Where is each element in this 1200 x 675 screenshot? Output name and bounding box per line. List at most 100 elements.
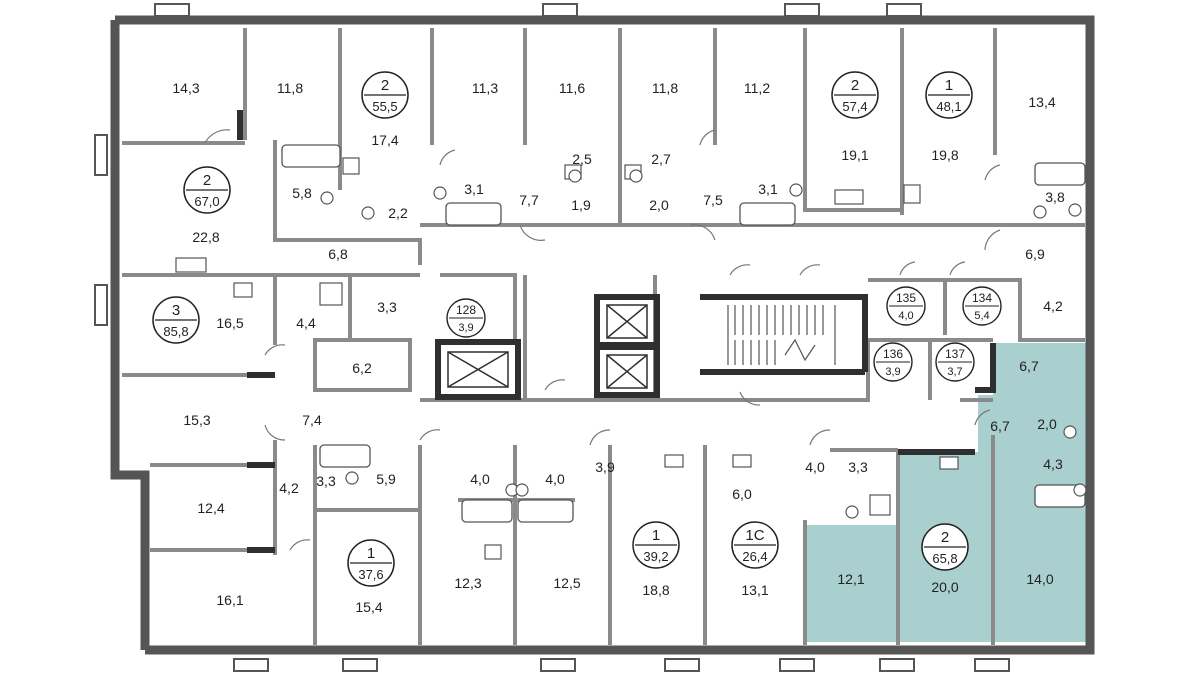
room-area: 15,4 xyxy=(355,599,382,615)
exterior-walls xyxy=(110,15,1095,655)
room-area: 2,5 xyxy=(572,151,592,167)
room-area: 22,8 xyxy=(192,229,219,245)
storage-number: 137 xyxy=(945,347,965,361)
room-area: 2,7 xyxy=(651,151,671,167)
room-area: 3,9 xyxy=(595,459,615,475)
room-area: 16,5 xyxy=(216,315,243,331)
room-area: 15,3 xyxy=(183,412,210,428)
apartment-badge[interactable]: 2 67,0 xyxy=(183,166,231,214)
apartment-area: 48,1 xyxy=(936,99,961,114)
room-area: 5,8 xyxy=(292,185,312,201)
room-area: 4,3 xyxy=(1043,456,1063,472)
storage-badge[interactable]: 134 5,4 xyxy=(962,286,1002,326)
room-area: 4,2 xyxy=(1043,298,1063,314)
structural-walls xyxy=(237,110,996,553)
storage-area: 3,9 xyxy=(458,322,473,334)
storage-number: 135 xyxy=(896,291,916,305)
staircase-icon xyxy=(727,305,836,365)
apartment-area: 85,8 xyxy=(163,324,188,339)
apartment-badge[interactable]: 1 37,6 xyxy=(347,539,395,587)
apartment-rooms: 1 xyxy=(945,77,953,94)
room-area: 2,2 xyxy=(388,205,408,221)
room-area: 19,1 xyxy=(841,147,868,163)
storage-badge[interactable]: 137 3,7 xyxy=(935,342,975,382)
apartment-area: 67,0 xyxy=(194,194,219,209)
room-area: 11,8 xyxy=(652,80,678,96)
room-area: 4,0 xyxy=(805,459,825,475)
apartment-badge[interactable]: 2 57,4 xyxy=(831,71,879,119)
room-area: 7,7 xyxy=(519,192,539,208)
apartment-rooms: 1 xyxy=(652,527,660,544)
apartment-badge[interactable]: 1 48,1 xyxy=(925,71,973,119)
room-area: 13,4 xyxy=(1028,94,1055,110)
room-area: 2,0 xyxy=(1037,416,1057,432)
room-area: 12,5 xyxy=(553,575,580,591)
storage-badge[interactable]: 135 4,0 xyxy=(886,286,926,326)
apartment-area: 65,8 xyxy=(932,551,957,566)
storage-area: 5,4 xyxy=(974,310,989,322)
storage-badge[interactable]: 128 3,9 xyxy=(446,298,486,338)
room-area: 4,0 xyxy=(545,471,565,487)
bathtub-icons xyxy=(281,144,1086,523)
room-area: 4,0 xyxy=(470,471,490,487)
room-area-labels: 14,3 11,8 17,4 11,3 11,6 11,8 11,2 19,1 … xyxy=(172,80,1065,615)
apartment-area: 37,6 xyxy=(358,567,383,582)
room-area: 5,9 xyxy=(376,471,396,487)
apartment-area: 39,2 xyxy=(643,549,668,564)
room-area: 3,1 xyxy=(464,181,484,197)
room-area: 16,1 xyxy=(216,592,243,608)
apartment-area: 57,4 xyxy=(842,99,867,114)
room-area: 4,2 xyxy=(279,480,299,496)
room-area: 3,3 xyxy=(848,459,868,475)
room-area: 7,5 xyxy=(703,192,723,208)
storage-area: 3,9 xyxy=(885,366,900,378)
storage-area: 3,7 xyxy=(947,366,962,378)
apartment-rooms: 3 xyxy=(172,302,180,319)
room-area: 6,9 xyxy=(1025,246,1045,262)
apartment-area: 55,5 xyxy=(372,99,397,114)
apartment-badge[interactable]: 3 85,8 xyxy=(152,296,200,344)
room-area: 18,8 xyxy=(642,582,669,598)
storage-badge[interactable]: 136 3,9 xyxy=(873,342,913,382)
room-area: 13,1 xyxy=(741,582,768,598)
room-area: 6,7 xyxy=(1019,358,1039,374)
room-area: 3,8 xyxy=(1045,189,1065,205)
apartment-area: 26,4 xyxy=(742,549,767,564)
room-area: 1,9 xyxy=(571,197,591,213)
room-area: 12,4 xyxy=(197,500,224,516)
room-area: 3,3 xyxy=(316,473,336,489)
apartment-rooms: 2 xyxy=(941,529,949,546)
room-area: 2,0 xyxy=(649,197,669,213)
highlighted-apartment-area[interactable] xyxy=(806,343,1088,642)
sanitary-fixture-icons xyxy=(175,157,1087,560)
room-area: 19,8 xyxy=(931,147,958,163)
room-area: 6,2 xyxy=(352,360,372,376)
apartment-badge[interactable]: 2 65,8 xyxy=(921,523,969,571)
room-area: 11,6 xyxy=(559,80,585,96)
storage-number: 134 xyxy=(972,291,992,305)
storage-number: 128 xyxy=(456,303,476,317)
room-area: 12,3 xyxy=(454,575,481,591)
apartment-badge[interactable]: 1 39,2 xyxy=(632,521,680,569)
apartment-rooms: 1 xyxy=(367,545,375,562)
apartment-rooms: 2 xyxy=(203,172,211,189)
room-area: 6,7 xyxy=(990,418,1010,434)
room-area: 6,8 xyxy=(328,246,348,262)
apartment-badges: 2 67,0 2 55,5 2 57,4 1 48,1 3 85,8 xyxy=(152,71,973,587)
room-area: 14,0 xyxy=(1026,571,1053,587)
windows xyxy=(94,3,1010,672)
room-area: 6,0 xyxy=(732,486,752,502)
storage-number: 136 xyxy=(883,347,903,361)
room-area: 11,8 xyxy=(277,80,303,96)
elevator-icons xyxy=(447,304,648,389)
door-swings xyxy=(204,129,1001,551)
apartment-badge[interactable]: 1С 26,4 xyxy=(731,521,779,569)
room-area: 11,2 xyxy=(744,80,770,96)
room-area: 14,3 xyxy=(172,80,199,96)
storage-badges: 128 3,9 135 4,0 134 5,4 136 3,9 137 3,7 xyxy=(446,286,1002,382)
apartment-badge[interactable]: 2 55,5 xyxy=(361,71,409,119)
room-area: 20,0 xyxy=(931,579,958,595)
room-area: 11,3 xyxy=(472,80,498,96)
apartment-rooms: 2 xyxy=(851,77,859,94)
